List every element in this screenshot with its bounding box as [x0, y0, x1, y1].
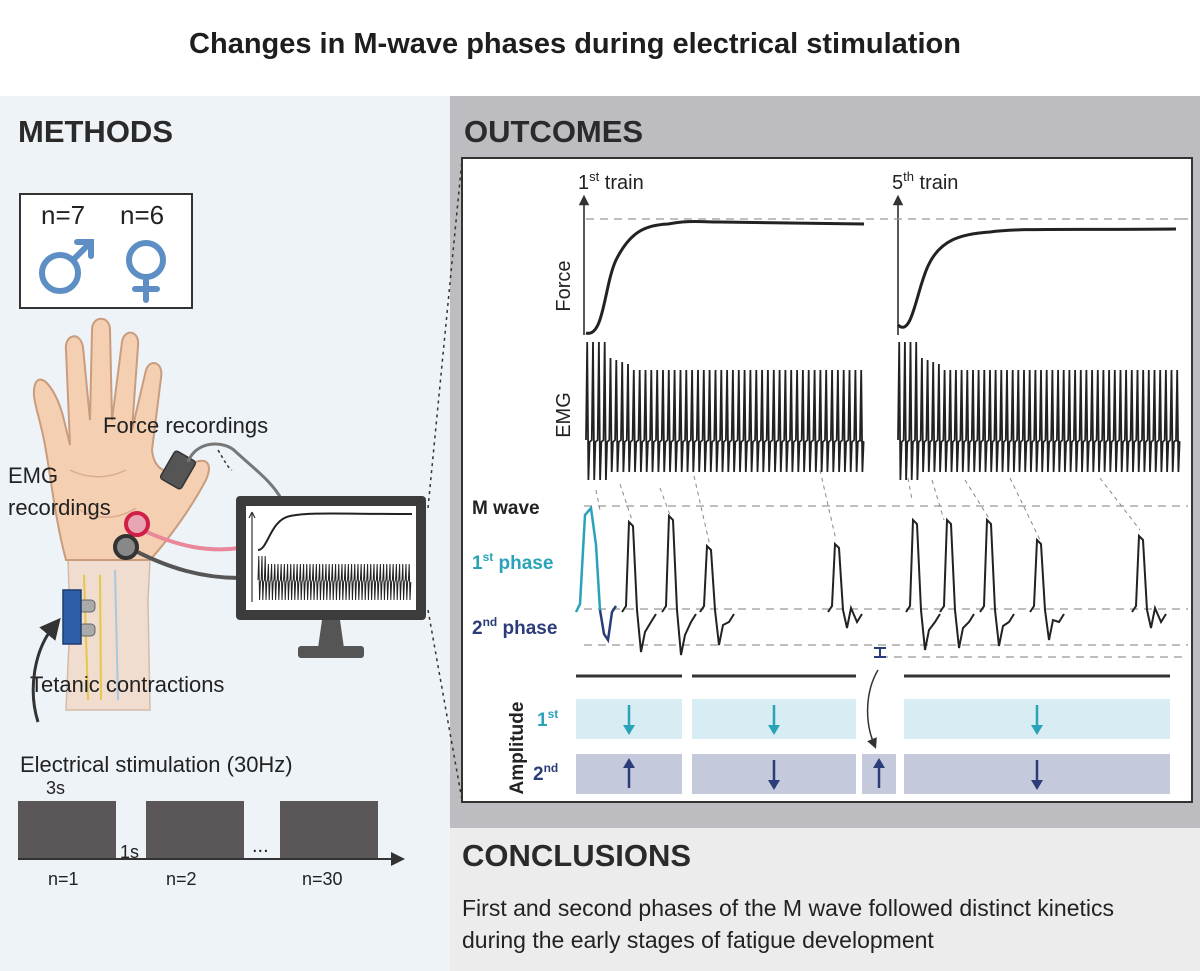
mwave-trace	[661, 513, 697, 656]
tetanic-arrow	[31, 617, 61, 723]
amplitude-axis-label: Amplitude	[507, 702, 528, 795]
emg-axis-label: EMG	[553, 392, 575, 438]
force-recordings-label: Force recordings	[103, 413, 268, 438]
force-curve-train5	[896, 227, 1177, 329]
train1-title: 1st train	[578, 169, 644, 194]
mwave-traces	[574, 505, 1167, 656]
stimulation-duration-label: 3s	[46, 778, 65, 798]
emg-recordings-label-line2: recordings	[8, 495, 111, 520]
amplitude-row1	[576, 699, 1170, 739]
conclusions-header: CONCLUSIONS	[462, 838, 692, 873]
amplitude-row2-label: 2nd	[533, 761, 558, 785]
amplitude-row2	[576, 754, 1170, 794]
emg-trace-train1	[585, 341, 865, 481]
outcomes-header: OUTCOMES	[464, 114, 644, 149]
trend-arrowhead	[873, 758, 885, 768]
mwave-phase1-highlight	[574, 505, 602, 613]
male-count: n=7	[41, 200, 85, 230]
conclusions-text: First and second phases of the M wave fo…	[462, 895, 1114, 953]
force-axis-label: Force	[553, 260, 575, 311]
mwave-trace	[1029, 537, 1065, 641]
mwave-trace	[621, 519, 657, 653]
train-label-1: n=1	[48, 869, 79, 889]
timeline-ellipsis: ...	[252, 835, 269, 857]
mwave-label: M wave	[472, 498, 540, 519]
hand-icon	[32, 317, 210, 711]
stimulation-electrode-icon	[62, 589, 96, 645]
trend-arrowhead	[1031, 780, 1043, 790]
emg-recordings-label-line1: EMG	[8, 463, 58, 488]
phase2-label: 2nd phase	[472, 615, 557, 639]
methods-header: METHODS	[18, 114, 173, 149]
force-curve-train1	[585, 220, 865, 335]
emg-trace-train5	[897, 341, 1181, 481]
amplitude-row1-label: 1st	[537, 707, 558, 731]
monitor-icon	[236, 496, 426, 658]
range-arrow	[866, 669, 879, 749]
mwave-trace	[939, 517, 975, 649]
conclusions-panel	[450, 828, 1200, 971]
trend-arrowhead	[1031, 725, 1043, 735]
page-title: Changes in M-wave phases during electric…	[189, 28, 961, 60]
train-label-2: n=2	[166, 869, 197, 889]
force-axes	[578, 194, 904, 335]
rest-duration-label: 1s	[120, 842, 139, 862]
participants-box: n=7 n=6	[19, 193, 193, 309]
zoom-lines	[427, 159, 463, 801]
stimulation-title: Electrical stimulation (30Hz)	[20, 752, 293, 777]
mwave-trace	[979, 517, 1015, 647]
trend-arrowhead	[623, 725, 635, 735]
mwave-zoom-lines	[595, 469, 1141, 547]
train-label-30: n=30	[302, 869, 343, 889]
female-symbol-icon	[126, 240, 166, 303]
trend-arrowhead	[623, 758, 635, 768]
force-transducer-icon	[159, 442, 284, 501]
female-count: n=6	[120, 200, 164, 230]
stimulation-timeline	[18, 801, 405, 866]
mwave-phase2-highlight	[598, 605, 618, 644]
emg-burst-path	[585, 341, 865, 481]
mwave-reference-lines	[584, 505, 1188, 658]
range-marker	[874, 647, 886, 658]
emg-electrodes-icon	[113, 511, 241, 580]
mwave-trace	[1131, 533, 1167, 629]
male-symbol-icon	[39, 239, 94, 294]
mwave-trace	[699, 543, 735, 646]
phase1-label: 1st phase	[472, 550, 553, 574]
trend-arrowhead	[768, 725, 780, 735]
tetanic-contractions-label: Tetanic contractions	[30, 672, 224, 697]
train5-title: 5th train	[892, 169, 958, 194]
mwave-trace	[905, 517, 941, 651]
emg-burst-path	[897, 341, 1181, 481]
mwave-trace	[827, 541, 863, 629]
trend-arrowhead	[768, 780, 780, 790]
